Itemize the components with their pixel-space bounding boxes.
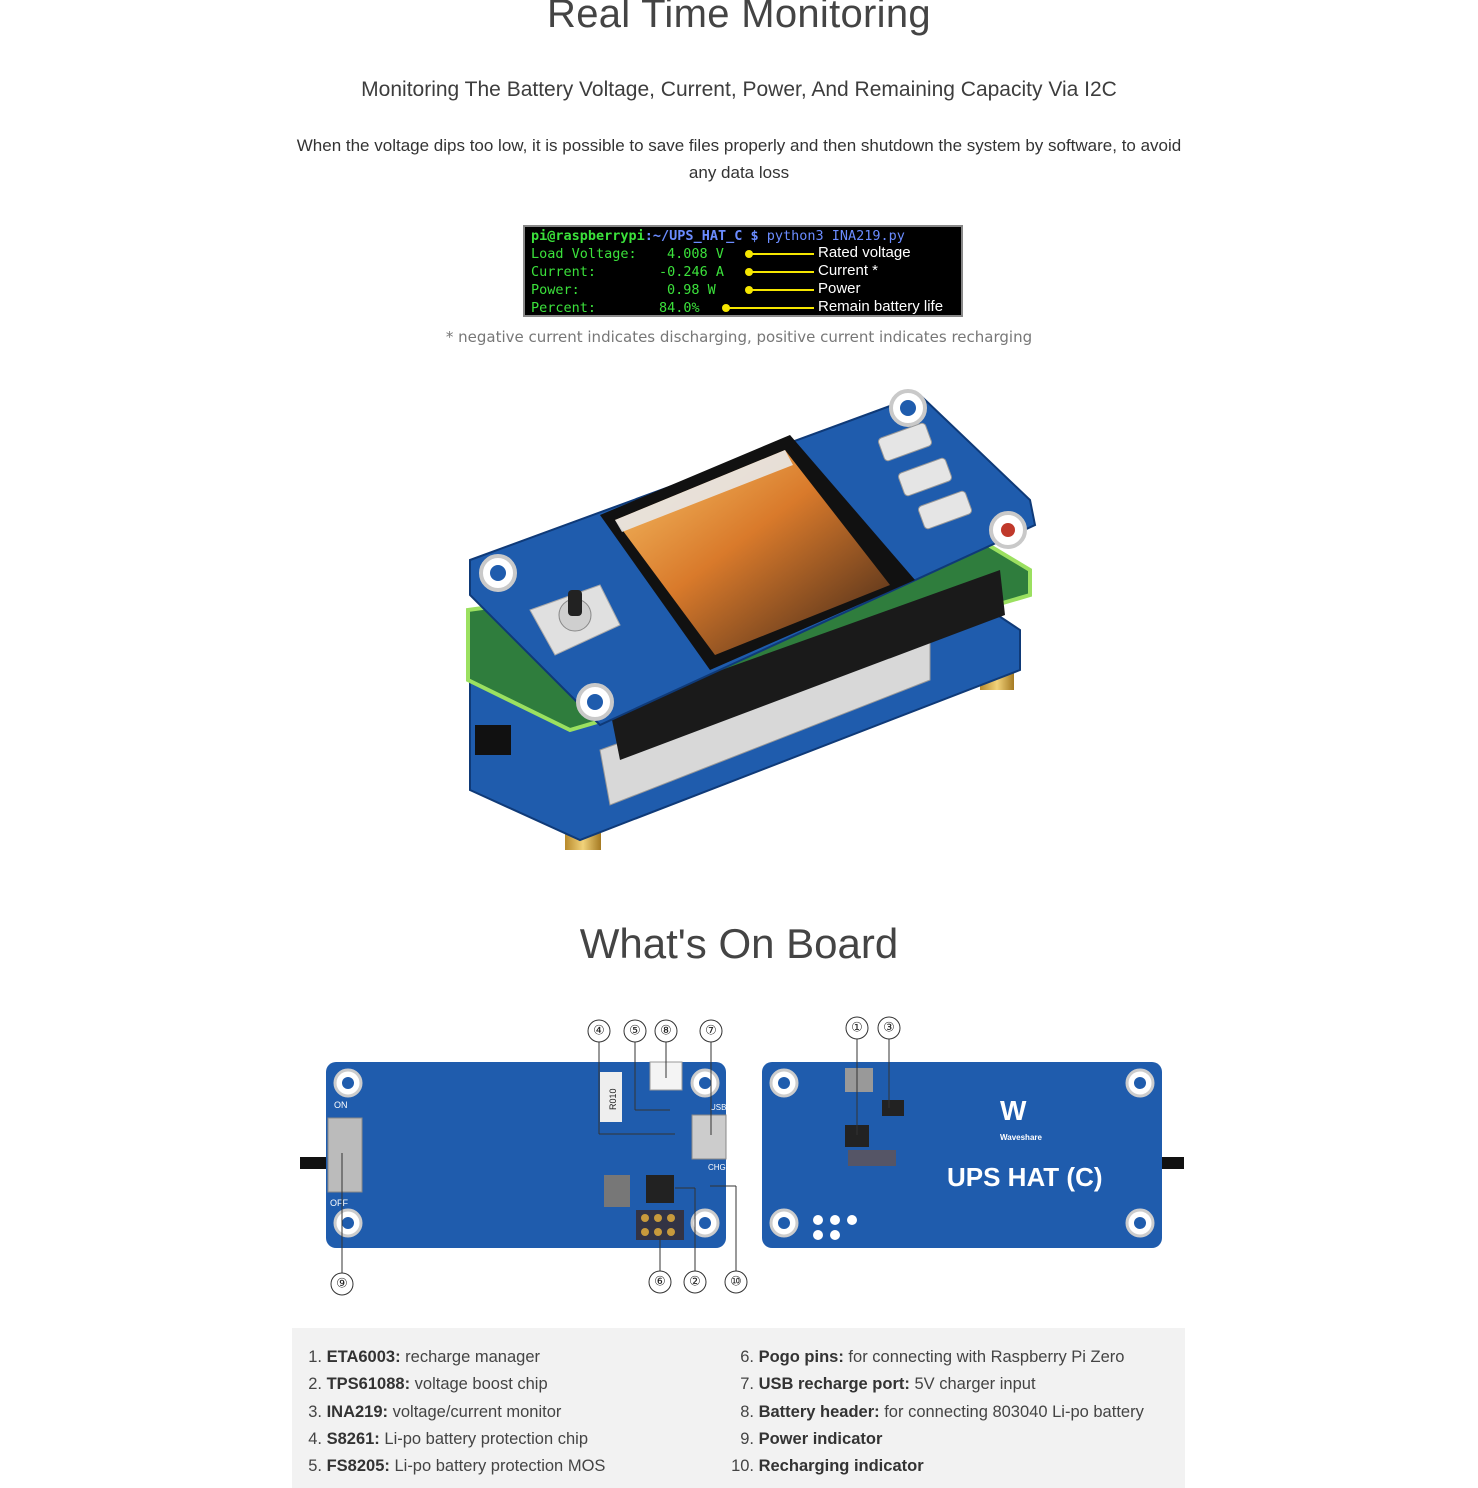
board-front: W Waveshare UPS HAT (C)	[762, 1062, 1184, 1248]
list-item: 4. S8261: Li-po battery protection chip	[308, 1430, 589, 1448]
label-on: ON	[334, 1100, 348, 1110]
callout-3: ③	[883, 1021, 895, 1036]
section-title-realtime: Real Time Monitoring	[547, 0, 931, 36]
board-back: ON OFF R010 USB CHG	[300, 1061, 727, 1248]
terminal-label-voltage: Load Voltage:	[531, 246, 637, 262]
terminal-label-current: Current:	[531, 264, 597, 280]
terminal-label-percent: Percent:	[531, 300, 597, 316]
terminal-value-percent: 84.0%	[659, 300, 700, 316]
section-subtitle: Monitoring The Battery Voltage, Current,…	[361, 78, 1117, 101]
terminal-annotation-voltage: Rated voltage	[818, 244, 911, 261]
terminal-output: pi@raspberrypi:~/UPS_HAT_C $ python3 INA…	[523, 225, 963, 317]
joystick	[529, 584, 621, 656]
list-item: 5. FS8205: Li-po battery protection MOS	[308, 1457, 606, 1475]
callout-8: ⑧	[660, 1024, 672, 1039]
prompt-command: python3 INA219.py	[758, 228, 905, 244]
callout-2: ②	[689, 1275, 701, 1290]
section-description: When the voltage dips too low, it is pos…	[289, 132, 1189, 186]
label-chg: CHG	[708, 1163, 726, 1172]
terminal-value-power: 0.98 W	[667, 282, 716, 298]
list-item: 8. Battery header: for connecting 803040…	[740, 1403, 1144, 1421]
board-diagram: ON OFF R010 USB CHG ④ ⑤ ⑧ ⑦ ⑨ ⑥ ② ⑩	[300, 1016, 1184, 1296]
terminal-annotation-current: Current *	[818, 262, 879, 279]
label-usb: USB	[710, 1103, 726, 1112]
callout-4: ④	[593, 1024, 605, 1039]
marker-dot	[722, 304, 730, 312]
terminal-annotation-power: Power	[818, 280, 861, 297]
marker-line	[750, 271, 814, 273]
marker-dot	[745, 250, 753, 258]
current-sign-note: * negative current indicates discharging…	[445, 328, 1033, 346]
section-title-onboard: What's On Board	[579, 920, 899, 967]
brand-name: Waveshare	[1000, 1133, 1043, 1142]
description-line-2: any data loss	[688, 163, 790, 182]
waveshare-logo-icon: W	[1000, 1095, 1027, 1126]
prompt-host: pi@raspberrypi	[531, 228, 645, 244]
list-item: 2. TPS61088: voltage boost chip	[308, 1375, 548, 1393]
callout-1: ①	[851, 1021, 863, 1036]
marker-line	[750, 289, 814, 291]
marker-dot	[745, 286, 753, 294]
product-photo	[466, 389, 1037, 850]
prompt-path: :~/UPS_HAT_C $	[644, 228, 759, 244]
gpio-header	[610, 570, 1005, 760]
marker-line	[750, 253, 814, 255]
terminal-prompt-line: pi@raspberrypi:~/UPS_HAT_C $ python3 INA…	[531, 227, 905, 245]
terminal-label-power: Power:	[531, 282, 580, 298]
label-resistor: R010	[608, 1088, 618, 1110]
callout-10: ⑩	[730, 1275, 742, 1290]
list-item: 7. USB recharge port: 5V charger input	[740, 1375, 1036, 1393]
terminal-annotation-percent: Remain battery life	[818, 298, 944, 315]
power-switch	[475, 725, 511, 755]
list-item: 6. Pogo pins: for connecting with Raspbe…	[740, 1348, 1125, 1366]
components-list: 1. ETA6003: recharge manager 2. TPS61088…	[292, 1328, 1185, 1488]
list-item: 10. Recharging indicator	[731, 1457, 924, 1475]
callout-6: ⑥	[654, 1275, 666, 1290]
terminal-value-current: -0.246 A	[659, 264, 725, 280]
buttons	[878, 422, 972, 530]
description-line-1: When the voltage dips too low, it is pos…	[296, 136, 1182, 155]
callout-9: ⑨	[336, 1277, 348, 1292]
marker-dot	[745, 268, 753, 276]
terminal-value-voltage: 4.008 V	[667, 246, 724, 262]
callout-7: ⑦	[705, 1024, 717, 1039]
product-name: UPS HAT (C)	[947, 1162, 1103, 1192]
marker-line	[727, 307, 814, 309]
label-off: OFF	[330, 1198, 348, 1208]
list-item: 9. Power indicator	[740, 1430, 883, 1448]
list-item: 1. ETA6003: recharge manager	[308, 1348, 540, 1366]
list-item: 3. INA219: voltage/current monitor	[308, 1403, 562, 1421]
callout-5: ⑤	[629, 1024, 641, 1039]
